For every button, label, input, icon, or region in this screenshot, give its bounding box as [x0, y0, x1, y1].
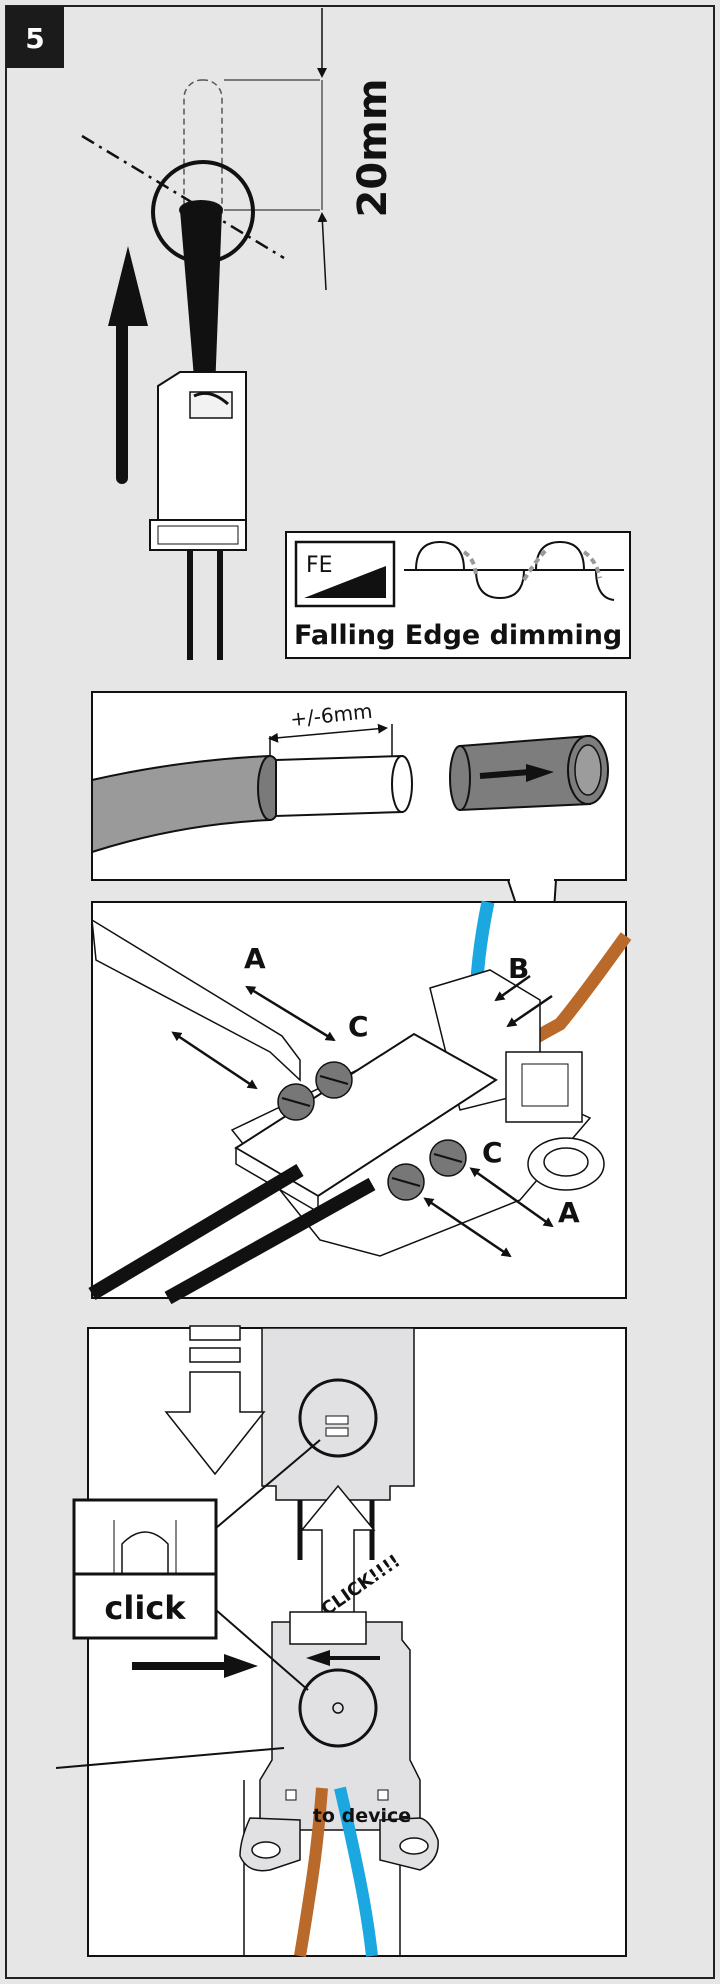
panel-2-strip-wire: +/-6mm	[91, 691, 627, 881]
page-frame	[5, 5, 715, 1979]
label-c-left: C	[348, 1010, 369, 1043]
panel-3-terminal-block: A C B C A	[88, 900, 632, 1305]
black-cable-2	[164, 1177, 376, 1305]
side-push-arrow-icon	[224, 1654, 258, 1678]
label-c-right: C	[482, 1136, 503, 1169]
to-device-label: to device	[313, 1805, 411, 1827]
label-a-right: A	[558, 1196, 580, 1229]
panel-4-click-connection: CLICK!!!! to device	[55, 1325, 627, 1957]
stripped-core	[275, 754, 403, 818]
step-badge: 5	[6, 6, 64, 68]
label-a-left: A	[244, 942, 266, 975]
label-b: B	[508, 952, 529, 985]
brown-wire-device	[294, 1787, 328, 1957]
dimming-caption: Falling Edge dimming	[294, 620, 622, 651]
click-callout: click	[72, 1439, 321, 1691]
ferrule-tube	[449, 734, 609, 812]
fe-label: FE	[306, 553, 333, 578]
black-cable	[180, 210, 222, 390]
slide-arrow-icon	[526, 764, 554, 782]
click-label: click	[104, 1589, 186, 1627]
step-number: 5	[25, 22, 44, 55]
leader-line	[55, 1747, 285, 1769]
push-down-arrow-icon	[164, 1325, 266, 1476]
panel-1-wire-insertion: 20mm FE Falling Edge dimm	[81, 8, 631, 660]
push-up-arrow-icon	[108, 246, 148, 326]
blue-wire-device	[334, 1786, 378, 1957]
lower-module	[239, 1611, 439, 1872]
terminal-screws	[277, 1061, 467, 1201]
wire-connector	[149, 371, 247, 551]
black-cable-1	[88, 1163, 304, 1301]
zoom-circle	[151, 160, 255, 264]
falling-edge-dimming-badge: FE Falling Edge dimming	[285, 531, 631, 659]
ramp-icon	[304, 566, 386, 598]
dimension-label: 20mm	[350, 78, 396, 217]
cut-line	[81, 134, 285, 260]
